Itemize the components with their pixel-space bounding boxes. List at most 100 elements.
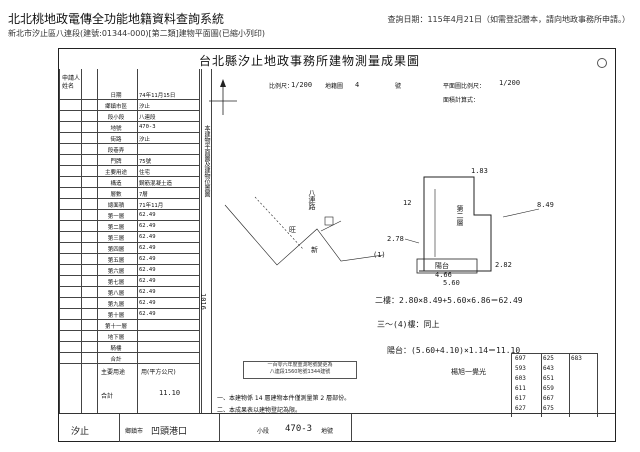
bottom-section: 凹頭港口 bbox=[151, 427, 188, 437]
table-row: 街路汐止 bbox=[59, 133, 199, 144]
table-row-value: 62.49 bbox=[139, 278, 156, 284]
sheet-unit: 號 bbox=[395, 83, 402, 90]
site-title: 北北桃地政電傳全功能地籍資料查詢系統 bbox=[8, 12, 225, 26]
table-row: 段巷弄 bbox=[59, 144, 199, 155]
dim-top: 1.83 bbox=[471, 167, 488, 175]
tally-cell: 603 bbox=[515, 375, 526, 382]
scale-label: 比例尺： bbox=[269, 83, 294, 90]
table-row: 鄉鎮市區汐止 bbox=[59, 100, 199, 111]
table-row-key: 街路 bbox=[110, 137, 122, 143]
applicant-label: 申請人 bbox=[62, 75, 81, 82]
dim-door: 2.78 bbox=[387, 235, 404, 243]
new-mark: 新 bbox=[311, 246, 318, 254]
tally-cell: 643 bbox=[543, 365, 554, 372]
table-row: 第十一層 bbox=[59, 320, 199, 331]
shared-area-label: 用(平方公尺) bbox=[141, 369, 176, 376]
bottom-town: 汐止 bbox=[71, 427, 90, 437]
sheet-value: 4 bbox=[355, 81, 360, 89]
form-title: 台北縣汐止地政事務所建物測量成果圖 bbox=[199, 54, 421, 68]
table-row: 合計 bbox=[59, 353, 199, 364]
dim-right1: 8.49 bbox=[537, 201, 554, 209]
renumbering-stamp: 一百零六年度重測地號變更為 八連段1560地號1344建號 bbox=[243, 361, 357, 379]
table-row-value: 75號 bbox=[139, 159, 152, 165]
scale-value: 1/200 bbox=[291, 81, 313, 89]
table-row-key: 層數 bbox=[110, 192, 122, 198]
room-sub-label: 陽台 bbox=[435, 262, 449, 270]
total-label: 合計 bbox=[101, 393, 114, 400]
annotation-1: 一、本建物係 14 層建物本件僅測量第 2 層部份。 bbox=[217, 395, 351, 402]
tally-cell: 659 bbox=[543, 385, 554, 392]
table-row-key: 合計 bbox=[110, 357, 122, 363]
table-row: 第七層 62.49 bbox=[59, 276, 199, 287]
table-row-value: 八連段 bbox=[139, 115, 156, 121]
table-row-value: 62.49 bbox=[139, 234, 156, 240]
page-header: 北北桃地政電傳全功能地籍資料查詢系統 查詢日期：115年4月21日（如需登記謄本… bbox=[0, 0, 640, 44]
punch-hole-icon bbox=[597, 58, 607, 68]
tally-cell: 627 bbox=[515, 405, 526, 412]
table-row-key: 段巷弄 bbox=[107, 148, 125, 154]
annotation-2: 二、本成果表以建物登記為限。 bbox=[217, 407, 302, 414]
table-row: 主要用途住宅 bbox=[59, 166, 199, 177]
sub-mark: (1) bbox=[373, 251, 386, 259]
table-row-value: 62.49 bbox=[139, 311, 156, 317]
table-row-key: 騎樓 bbox=[110, 346, 122, 352]
sheet-label: 地籍圖 bbox=[325, 83, 344, 90]
tally-cell: 651 bbox=[543, 375, 554, 382]
table-row: 構造 鋼筋混凝土造 bbox=[59, 177, 199, 188]
tally-cell: 697 bbox=[515, 355, 526, 362]
stamp-line-2: 八連段1560地號1344建號 bbox=[269, 369, 331, 375]
table-row-value: 62.49 bbox=[139, 212, 156, 218]
tally-cell: 625 bbox=[543, 355, 554, 362]
tally-cell: 675 bbox=[543, 405, 554, 412]
calc-line-2: 三～(4)樓：同上 bbox=[377, 320, 440, 329]
table-row: 門牌 75號 bbox=[59, 155, 199, 166]
dim-left: 12 bbox=[403, 199, 412, 207]
table-row-key: 地下層 bbox=[107, 335, 125, 341]
dim-bottom2: 5.60 bbox=[443, 279, 460, 287]
table-row-value: 74年11月15日 bbox=[139, 93, 176, 99]
survey-form: 台北縣汐止地政事務所建物測量成果圖 比例尺： 1/200 地籍圖 4 號 平面圖… bbox=[58, 48, 616, 442]
table-row-key: 門牌 bbox=[110, 159, 122, 165]
table-row-key: 主要用途 bbox=[104, 170, 127, 176]
plan-scale-label: 平面圖比例尺： bbox=[443, 83, 486, 90]
room-label: 第二層 bbox=[456, 205, 464, 226]
table-row: 第一層 62.49 bbox=[59, 210, 199, 221]
table-row: 段小段八連段 bbox=[59, 111, 199, 122]
table-row-key: 第九層 bbox=[107, 302, 125, 308]
table-row-key: 第三層 bbox=[107, 236, 125, 242]
table-row-key: 第六層 bbox=[107, 269, 125, 275]
table-row-key: 第七層 bbox=[107, 280, 125, 286]
plan-scale-value: 1/200 bbox=[499, 79, 521, 87]
total-value: 11.10 bbox=[159, 389, 181, 397]
surveyor-signature: 楊旭一覺光 bbox=[451, 368, 486, 376]
table-row-value: 62.49 bbox=[139, 245, 156, 251]
land-mark: 旺 bbox=[289, 226, 296, 234]
tally-cell: 667 bbox=[543, 395, 554, 402]
table-row-key: 構造 bbox=[110, 181, 122, 187]
left-vertical-note: 本建物平面圖及建物位置圖 bbox=[203, 125, 210, 197]
dim-right2: 2.82 bbox=[495, 261, 512, 269]
table-row-key: 第一層 bbox=[107, 214, 125, 220]
tally-cell: 683 bbox=[571, 355, 582, 362]
table-row-value: 汐止 bbox=[139, 104, 151, 110]
road-label: 八連路 bbox=[308, 189, 316, 210]
table-row-value: 鋼筋混凝土造 bbox=[139, 181, 173, 187]
table-row-key: 第八層 bbox=[107, 291, 125, 297]
stamp-line-1: 一百零六年度重測地號變更為 bbox=[267, 362, 333, 368]
table-row: 第三層 62.49 bbox=[59, 232, 199, 243]
table-row-key: 第五層 bbox=[107, 258, 125, 264]
document-subtitle: 新北市汐止區八連段(建號:01344-000)[第二類]建物平面圖(已縮小列印) bbox=[8, 29, 266, 38]
table-row: 地下層 bbox=[59, 331, 199, 342]
table-row-key: 地號 bbox=[110, 126, 122, 132]
tally-cell: 611 bbox=[515, 385, 526, 392]
margin-number: 1016 bbox=[199, 293, 207, 310]
